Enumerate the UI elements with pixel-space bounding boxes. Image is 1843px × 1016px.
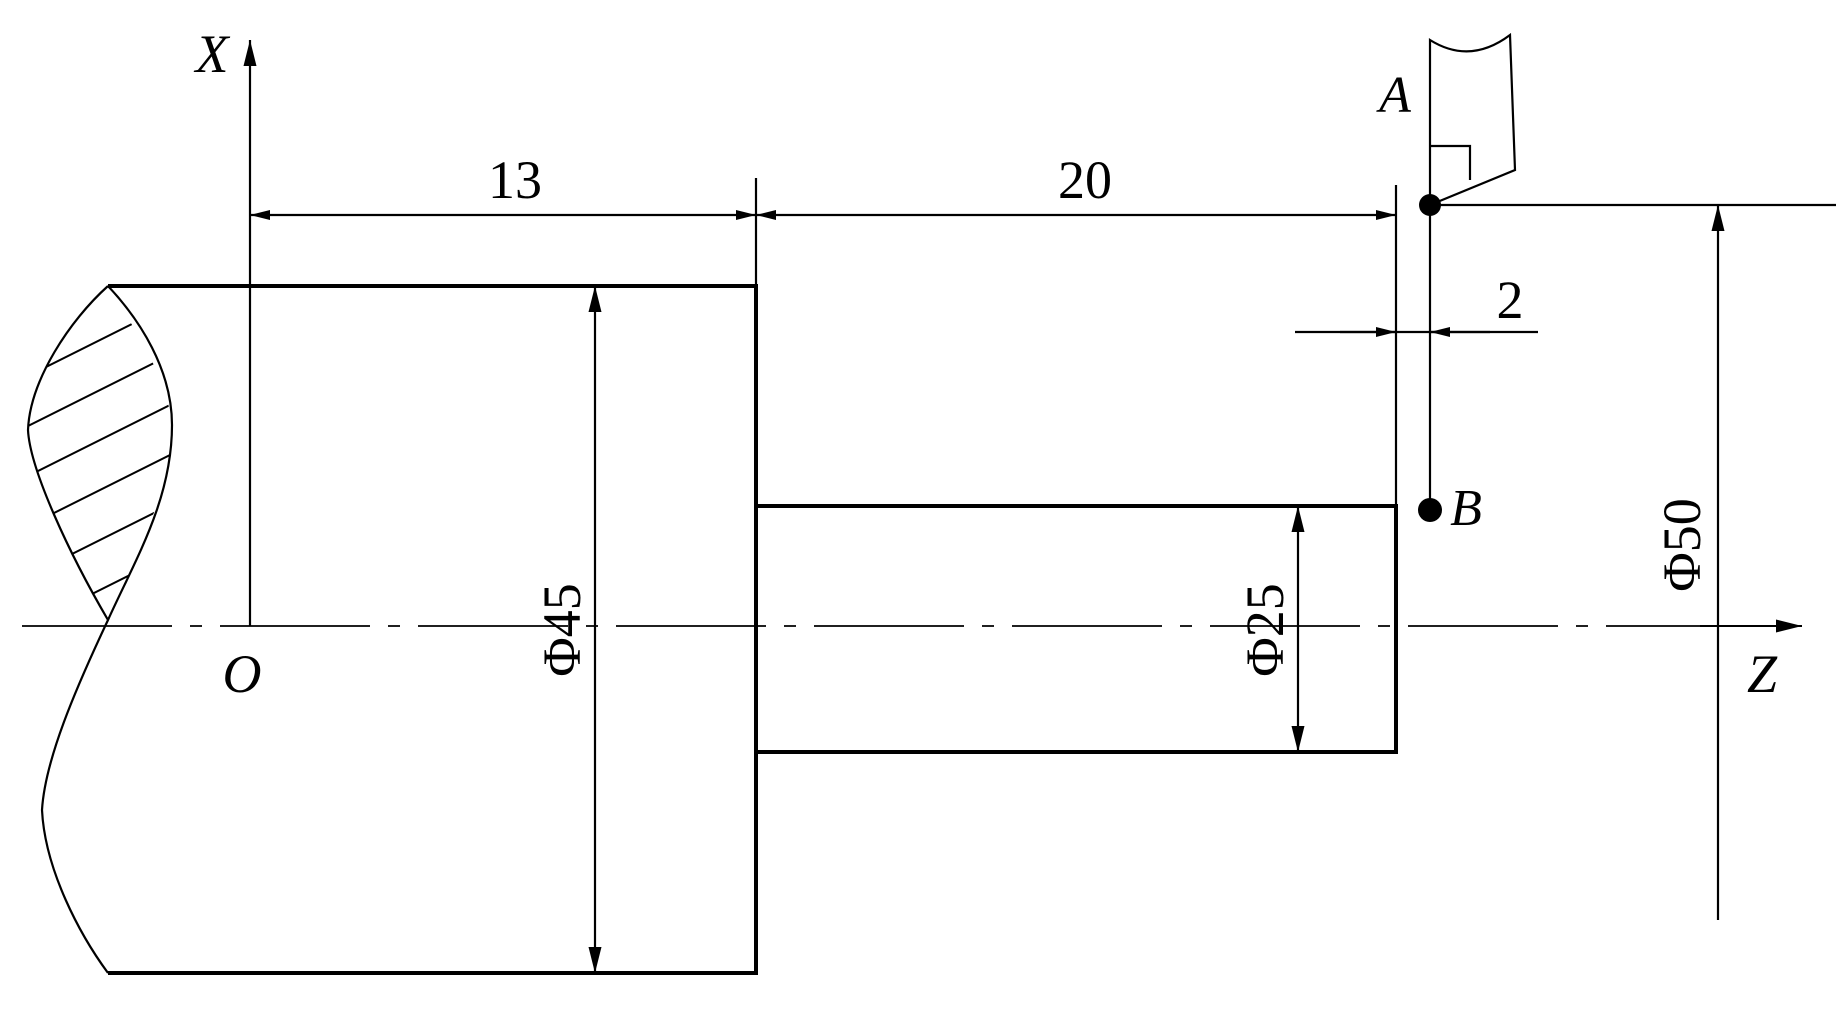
z-axis-label: Z xyxy=(1747,644,1778,704)
cutting-tool xyxy=(1428,32,1517,207)
dim-phi50-label: Φ50 xyxy=(1652,498,1712,591)
point-a-label: A xyxy=(1376,67,1411,124)
break-line xyxy=(26,285,174,974)
x-axis-label: X xyxy=(194,24,231,84)
dim-13-label: 13 xyxy=(488,150,542,210)
cylinder-phi45 xyxy=(108,284,758,975)
point-b xyxy=(1418,498,1442,522)
point-b-label: B xyxy=(1450,480,1482,537)
dim-20-label: 20 xyxy=(1058,150,1112,210)
cylinder-phi25 xyxy=(756,504,1398,754)
origin-label: O xyxy=(223,644,262,704)
tool-right-angle-mark xyxy=(1430,144,1472,180)
dim-phi25-label: Φ25 xyxy=(1235,583,1295,676)
point-a xyxy=(1419,194,1441,216)
section-hatching xyxy=(28,286,172,620)
dim-2-label: 2 xyxy=(1497,270,1524,330)
dim-phi45-label: Φ45 xyxy=(532,583,592,676)
